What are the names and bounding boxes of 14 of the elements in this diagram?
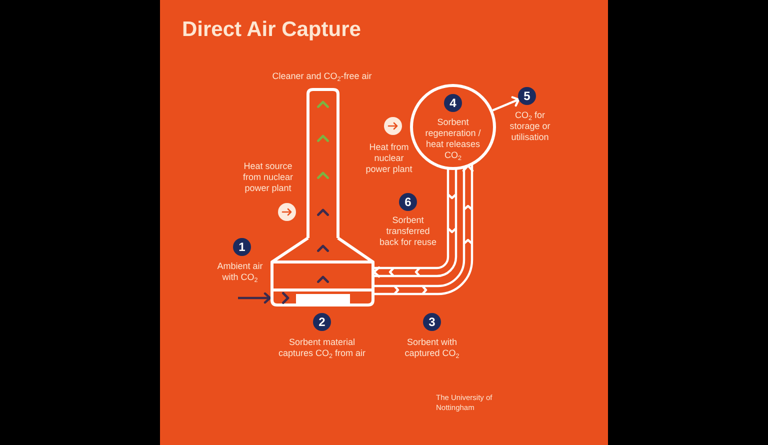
heat-source-label: Heat source from nuclear power plant: [242, 161, 294, 194]
pipe: [372, 162, 474, 296]
arrow: [238, 292, 272, 304]
step-caption: Sorbent material captures CO$_{2}$ from air: [277, 337, 367, 359]
step-caption: CO$_{2}$ for storage or utilisation: [508, 110, 552, 143]
step-caption: Sorbent transferred back for reuse: [378, 215, 438, 248]
heat-source-label: Heat from nuclear power plant: [364, 142, 414, 175]
diagram-title: Direct Air Capture: [182, 17, 361, 42]
arrow: [492, 96, 520, 112]
step-caption: Sorbent with captured CO$_{2}$: [404, 337, 460, 359]
outlet-air-label: Cleaner and CO$_{2}$-free air: [271, 71, 373, 82]
pipe: [372, 167, 458, 278]
node-label: Sorbent regeneration / heat releases CO$_{2}$: [424, 117, 482, 161]
step-caption: Ambient air with CO$_{2}$: [216, 261, 264, 283]
